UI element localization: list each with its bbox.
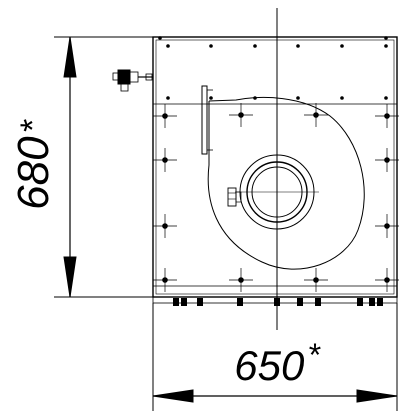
mounting-foot (181, 298, 187, 306)
fan-housing (152, 36, 398, 304)
outlet-flange-plate (201, 85, 208, 155)
height-arrow-bottom (63, 256, 77, 298)
mounting-foot (173, 298, 179, 306)
bolt-hole (153, 268, 177, 292)
mounting-foot (297, 298, 303, 306)
width-dimension-label: 650* (234, 337, 321, 389)
rivet-dot (209, 96, 213, 100)
bolt-holes (153, 103, 399, 292)
bolt-hole (153, 148, 177, 172)
bolt-hole (375, 148, 399, 172)
bolt-hole (229, 268, 253, 292)
housing-inner-outline (155, 39, 395, 295)
bolt-hole (153, 214, 177, 238)
inlet-rings (235, 150, 319, 234)
mounting-foot (274, 298, 280, 306)
mounting-foot (357, 298, 363, 306)
bolt-hole (375, 104, 399, 128)
rivet-dot (209, 44, 213, 48)
mounting-foot (377, 298, 383, 306)
rivet-dot (158, 36, 162, 40)
mounting-foot (369, 298, 375, 306)
bolt-hole (304, 268, 328, 292)
mounting-foot (197, 298, 203, 306)
bolt-hole (229, 103, 253, 127)
height-dimension-label: 680* (9, 118, 58, 209)
bolt-hole (304, 103, 328, 127)
rivet-dot (384, 96, 388, 100)
mounting-feet (173, 298, 383, 306)
terminal-block (227, 187, 242, 207)
rivet-dot (340, 44, 344, 48)
bolt-hole (153, 104, 177, 128)
rivet-dot (253, 96, 257, 100)
rivet-dots (158, 36, 388, 100)
volute-casing (207, 97, 365, 270)
valve-fitting (112, 69, 153, 92)
height-dimension (54, 36, 153, 298)
rivet-dot (384, 36, 388, 40)
rivet-dot (166, 96, 170, 100)
width-dimension (152, 303, 398, 411)
rivet-dot (253, 44, 257, 48)
rivet-dot (340, 96, 344, 100)
width-arrow-right (356, 389, 398, 403)
bolt-hole (375, 214, 399, 238)
mounting-foot (315, 298, 321, 306)
rivet-dot (384, 44, 388, 48)
mounting-foot (237, 298, 243, 306)
bolt-hole (375, 268, 399, 292)
rivet-dot (296, 44, 300, 48)
outlet-flange (201, 85, 213, 155)
width-arrow-left (152, 389, 194, 403)
rivet-dot (296, 96, 300, 100)
rivet-dot (166, 44, 170, 48)
height-arrow-top (63, 36, 77, 78)
